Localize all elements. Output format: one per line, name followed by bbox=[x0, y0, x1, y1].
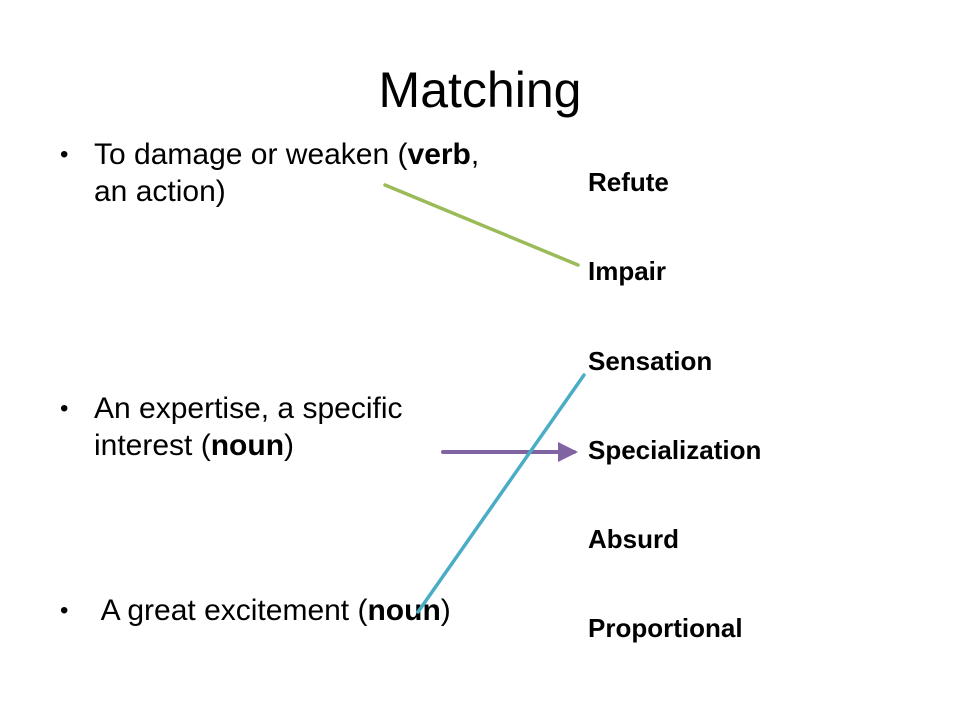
definition-item: • An expertise, a specific interest (nou… bbox=[60, 390, 494, 464]
slide-title: Matching bbox=[378, 62, 582, 118]
match-line-sensation bbox=[416, 373, 586, 614]
word-sensation: Sensation bbox=[588, 346, 713, 376]
word-refute: Refute bbox=[588, 167, 669, 197]
bullet-marker: • bbox=[60, 141, 69, 168]
part-of-speech: noun bbox=[210, 429, 285, 462]
match-line-impair bbox=[383, 183, 580, 267]
definition-item: • A great excitement (noun) bbox=[60, 592, 494, 629]
definition-text: , an action) bbox=[94, 138, 480, 208]
bullet-marker: • bbox=[60, 597, 69, 624]
definition-item: • To damage or weaken (verb, an action) bbox=[60, 136, 494, 210]
bullet-marker: • bbox=[60, 395, 69, 422]
part-of-speech: verb bbox=[407, 138, 471, 171]
word-impair: Impair bbox=[588, 256, 667, 286]
word-absurd: Absurd bbox=[588, 524, 679, 554]
definition-text: To damage or weaken ( bbox=[94, 138, 408, 171]
definition-text: ) bbox=[440, 594, 451, 627]
definition-text: An expertise, a specific interest ( bbox=[94, 392, 403, 462]
word-specialization: Specialization bbox=[588, 435, 762, 465]
word-proportional: Proportional bbox=[588, 613, 743, 643]
definition-text: A great excitement ( bbox=[94, 594, 368, 627]
definition-text: ) bbox=[284, 429, 295, 462]
